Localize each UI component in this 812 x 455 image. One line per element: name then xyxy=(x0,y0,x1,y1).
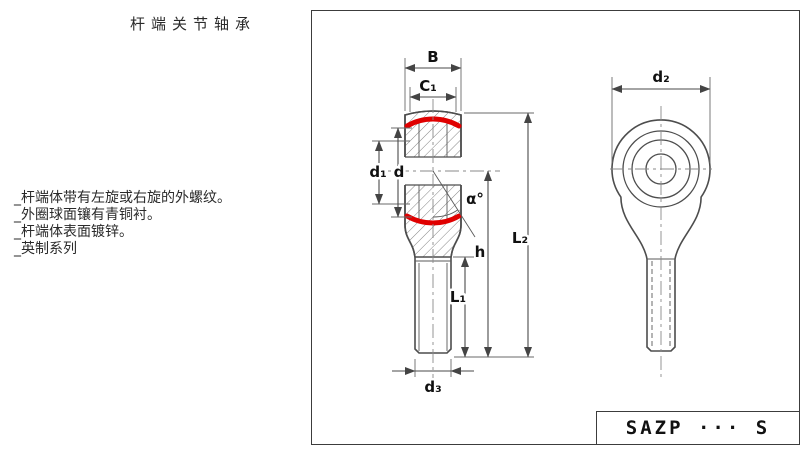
alpha-angle-arc xyxy=(432,209,458,218)
dim-label-alpha: α° xyxy=(466,190,484,208)
drawing-frame: α° B C₁ d₁ d xyxy=(311,10,800,445)
notes-list: _杆端体带有左旋或右旋的外螺纹。 _外圈球面镶有青铜衬。 _杆端体表面镀锌。 _… xyxy=(14,190,314,258)
dim-label-d2: d₂ xyxy=(652,68,669,86)
dim-label-d3: d₃ xyxy=(424,378,441,396)
bronze-liner-bottom xyxy=(404,213,462,226)
title-block: SAZP ··· S xyxy=(596,411,799,444)
note-line: _外圈球面镶有青铜衬。 xyxy=(14,207,161,223)
dim-label-C1: C₁ xyxy=(419,77,437,95)
note-line: _杆端体带有左旋或右旋的外螺纹。 xyxy=(14,190,231,206)
technical-drawing: α° B C₁ d₁ d xyxy=(367,46,712,399)
alpha-angle-line xyxy=(432,170,476,238)
note-line: _杆端体表面镀锌。 xyxy=(14,224,133,240)
dim-label-h: h xyxy=(475,243,486,261)
dim-label-B: B xyxy=(427,48,438,66)
note-line: _英制系列 xyxy=(14,241,77,257)
front-view: α° B C₁ d₁ d xyxy=(367,46,534,399)
side-view: d₂ xyxy=(610,66,712,377)
dim-label-d: d xyxy=(394,163,405,181)
dim-label-L2: L₂ xyxy=(512,229,528,247)
page-title: 杆端关节轴承 xyxy=(130,15,257,33)
part-designation: SAZP ··· S xyxy=(625,417,771,439)
dim-label-L1: L₁ xyxy=(450,288,466,306)
dim-label-d1: d₁ xyxy=(369,163,386,181)
